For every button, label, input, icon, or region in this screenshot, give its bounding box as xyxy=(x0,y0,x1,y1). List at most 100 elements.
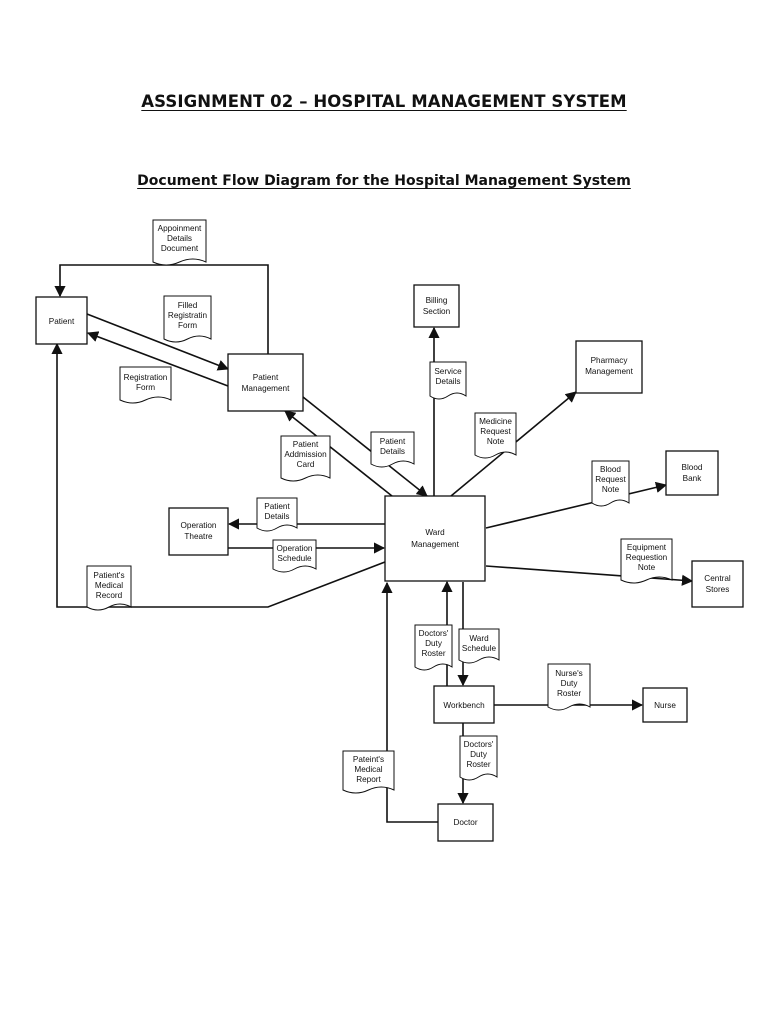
service-details-document-text: Details xyxy=(435,377,460,386)
central-stores-box-text: Stores xyxy=(706,585,730,594)
service-details-document-text: Service xyxy=(434,367,462,376)
registration-form-document: Registration Form xyxy=(119,366,172,404)
patients-medical-record-document: Patient's Medical Record xyxy=(86,565,132,611)
patient-admission-card-document-text: Addmission xyxy=(284,450,327,459)
operation-schedule-document-text: Schedule xyxy=(277,554,312,563)
filled-registration-form-document-text: Filled xyxy=(178,301,198,310)
blood-request-note-document: Blood Request Note xyxy=(591,460,630,507)
medicine-request-note-document-text: Note xyxy=(487,437,505,446)
ward-schedule-document: Ward Schedule xyxy=(458,628,500,664)
blood-bank-box: Blood Bank xyxy=(665,450,719,496)
filled-registration-form-document-text: Registratin xyxy=(168,311,208,320)
pharmacy-management-box-text: Management xyxy=(585,367,634,376)
billing-section-box-text: Section xyxy=(423,307,451,316)
ward-management-box-text: Management xyxy=(411,540,460,549)
blood-request-note-document-text: Request xyxy=(595,475,626,484)
registration-form-document-text: Form xyxy=(136,383,155,392)
appointment-details-document-text: Details xyxy=(167,234,192,243)
patient-admission-card-document: Patient Addmission Card xyxy=(280,435,331,482)
doctors-duty-roster-document-1-text: Duty xyxy=(425,639,443,648)
doctors-duty-roster-document-2-text: Roster xyxy=(466,760,490,769)
arrow-registration-form-to-patient xyxy=(86,331,229,387)
central-stores-box-text: Central xyxy=(704,574,731,583)
central-stores-box: Central Stores xyxy=(691,560,744,608)
patient-details-document-1-text: Patient xyxy=(380,437,406,446)
workbench-box-text: Workbench xyxy=(443,701,485,710)
nurse-box: Nurse xyxy=(642,687,688,723)
patient-details-document-1-text: Details xyxy=(380,447,405,456)
arrow-ward-to-patient-management xyxy=(284,410,393,497)
doctors-duty-roster-document-1-text: Doctors' xyxy=(419,629,449,638)
blood-request-note-document-text: Blood xyxy=(600,465,621,474)
patient-box: Patient xyxy=(35,296,88,345)
nurses-duty-roster-document-text: Duty xyxy=(561,679,579,688)
workbench-box: Workbench xyxy=(433,685,495,724)
patient-management-box-text: Patient xyxy=(253,373,279,382)
operation-schedule-document: Operation Schedule xyxy=(272,539,317,573)
doctor-box: Doctor xyxy=(437,803,494,842)
filled-registration-form-document: Filled Registratin Form xyxy=(163,295,212,343)
medicine-request-note-document: Medicine Request Note xyxy=(474,412,517,459)
equipment-requisition-note-document-text: Equipment xyxy=(627,543,667,552)
patient-management-box-text: Management xyxy=(242,384,291,393)
appointment-details-document: Appoinment Details Document xyxy=(152,219,207,266)
patient-admission-card-document-text: Card xyxy=(297,460,315,469)
arrow-doctor-to-ward xyxy=(381,581,438,823)
pharmacy-management-box: Pharmacy Management xyxy=(575,340,643,394)
patients-medical-report-document-text: Report xyxy=(356,775,381,784)
pharmacy-management-box-text: Pharmacy xyxy=(591,356,629,365)
appointment-details-document-text: Appoinment xyxy=(158,224,202,233)
doctors-duty-roster-document-1: Doctors' Duty Roster xyxy=(414,624,453,671)
ward-schedule-document-text: Schedule xyxy=(462,644,497,653)
doctor-box-text: Doctor xyxy=(453,818,477,827)
nurse-box-text: Nurse xyxy=(654,701,676,710)
doctors-duty-roster-document-2: Doctors' Duty Roster xyxy=(459,735,498,781)
nurses-duty-roster-document: Nurse's Duty Roster xyxy=(547,663,591,711)
patients-medical-record-document-text: Patient's xyxy=(93,571,124,580)
patient-details-document-2-text: Patient xyxy=(264,502,290,511)
operation-theatre-box-text: Theatre xyxy=(184,532,213,541)
patient-details-document-1: Patient Details xyxy=(370,431,415,468)
equipment-requisition-note-document-text: Requestion xyxy=(626,553,668,562)
patient-admission-card-document-text: Patient xyxy=(293,440,319,449)
doctors-duty-roster-document-1-text: Roster xyxy=(421,649,445,658)
billing-section-box-text: Billing xyxy=(426,296,448,305)
diagram-title: Document Flow Diagram for the Hospital M… xyxy=(137,173,631,189)
patients-medical-record-document-text: Record xyxy=(96,591,123,600)
equipment-requisition-note-document-text: Note xyxy=(638,563,656,572)
patient-details-document-2-text: Details xyxy=(264,512,289,521)
nurses-duty-roster-document-text: Nurse's xyxy=(555,669,583,678)
medicine-request-note-document-text: Medicine xyxy=(479,417,512,426)
operation-schedule-document-text: Operation xyxy=(277,544,313,553)
patients-medical-report-document-text: Medical xyxy=(354,765,382,774)
patients-medical-record-document-text: Medical xyxy=(95,581,123,590)
billing-section-box: Billing Section xyxy=(413,284,460,328)
arrow-ward-to-central-stores xyxy=(485,565,694,586)
nurses-duty-roster-document-text: Roster xyxy=(557,689,581,698)
blood-bank-box-text: Bank xyxy=(683,474,703,483)
ward-management-box-text: Ward xyxy=(425,528,445,537)
assignment-title: ASSIGNMENT 02 – HOSPITAL MANAGEMENT SYST… xyxy=(141,92,627,111)
ward-schedule-document-text: Ward xyxy=(469,634,489,643)
arrow-patient-to-patient-management xyxy=(86,313,230,371)
registration-form-document-text: Registration xyxy=(124,373,168,382)
medicine-request-note-document-text: Request xyxy=(480,427,511,436)
doctors-duty-roster-document-2-text: Doctors' xyxy=(464,740,494,749)
doctors-duty-roster-document-2-text: Duty xyxy=(470,750,488,759)
operation-theatre-box: Operation Theatre xyxy=(168,507,229,556)
patients-medical-report-document-text: Pateint's xyxy=(353,755,384,764)
equipment-requisition-note-document: Equipment Requestion Note xyxy=(620,538,673,584)
blood-bank-box-text: Blood xyxy=(682,463,703,472)
patient-details-document-2: Patient Details xyxy=(256,497,298,532)
ward-management-box: Ward Management xyxy=(384,495,486,582)
patient-management-box: Patient Management xyxy=(227,353,304,412)
arrow-patient-management-to-ward xyxy=(302,396,428,497)
appointment-details-document-text: Document xyxy=(161,244,199,253)
patients-medical-report-document: Pateint's Medical Report xyxy=(342,750,395,794)
service-details-document: Service Details xyxy=(429,361,467,400)
arrow-ward-to-blood-bank xyxy=(485,481,668,529)
blood-request-note-document-text: Note xyxy=(602,485,620,494)
patient-label: Patient xyxy=(49,317,75,326)
flow-arrows xyxy=(51,264,694,823)
